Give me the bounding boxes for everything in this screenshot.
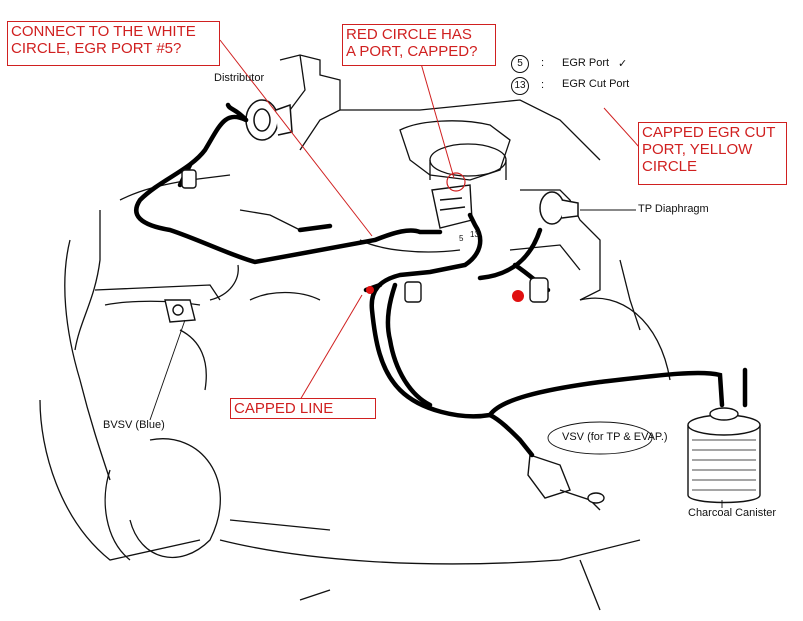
- legend-separator: :: [541, 57, 545, 69]
- annotation-leaders: [219, 39, 641, 401]
- port-5-label: 5: [459, 234, 464, 243]
- callout-red-circle: RED CIRCLE HAS A PORT, CAPPED?: [342, 24, 496, 66]
- label-leaders: [149, 209, 723, 508]
- check-mark: ✓: [618, 58, 628, 70]
- vsv-icon: [527, 454, 605, 511]
- callout-line: CONNECT TO THE WHITE: [11, 23, 196, 40]
- carburetor-ports-icon: [431, 184, 473, 229]
- callout-line: CAPPED LINE: [234, 400, 334, 417]
- distributor-label: Distributor: [214, 72, 265, 84]
- callout-line: CAPPED EGR CUT: [642, 124, 776, 141]
- vsv-label-circle: [547, 421, 653, 455]
- tp-diaphragm-label: TP Diaphragm: [638, 203, 709, 215]
- charcoal-canister-label: Charcoal Canister: [688, 507, 777, 519]
- red-circle-port: [446, 172, 466, 192]
- callout-line: A PORT, CAPPED?: [346, 43, 478, 60]
- callout-line: RED CIRCLE HAS: [346, 26, 472, 43]
- hose-connectors: [181, 169, 549, 303]
- legend-number: 5: [511, 55, 529, 73]
- legend-label: EGR Cut Port: [562, 78, 630, 90]
- callout-white-circle: CONNECT TO THE WHITE CIRCLE, EGR PORT #5…: [7, 21, 220, 66]
- capped-egr-cut-port: [512, 290, 524, 302]
- engine-outline: [39, 54, 671, 611]
- callout-capped-egr: CAPPED EGR CUT PORT, YELLOW CIRCLE: [638, 122, 787, 185]
- tp-diaphragm-icon: [539, 191, 579, 225]
- callout-line: PORT, YELLOW: [642, 141, 753, 158]
- distributor-icon: [245, 99, 293, 141]
- legend-number: 13: [511, 77, 529, 95]
- bvsv-icon: [164, 299, 196, 323]
- legend-separator: :: [541, 79, 545, 91]
- callout-capped-line: CAPPED LINE: [230, 398, 376, 419]
- bvsv-label: BVSV (Blue): [103, 419, 165, 431]
- vsv-label: VSV (for TP & EVAP.): [562, 431, 668, 443]
- charcoal-canister-icon: [687, 407, 761, 504]
- legend-label: EGR Port: [562, 57, 610, 69]
- callout-line: CIRCLE, EGR PORT #5?: [11, 40, 182, 57]
- callout-line: CIRCLE: [642, 158, 698, 175]
- port-13-label: 13: [470, 230, 479, 239]
- capped-line-end: [366, 286, 374, 294]
